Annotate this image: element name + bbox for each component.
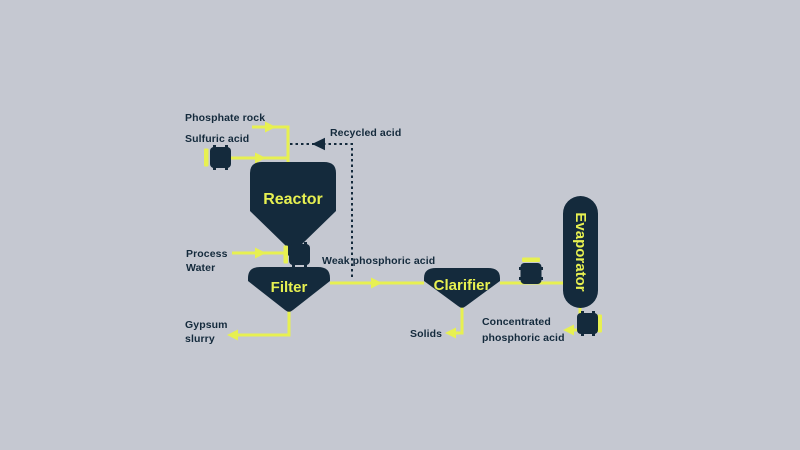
sulfuric-acid-arrow-icon [255,152,266,164]
pump-bar [597,314,602,333]
gypsum-slurry-flow [227,310,291,341]
clarifier-vessel [424,268,500,308]
pump-body [577,313,598,334]
pump-body [520,263,542,284]
recycled-acid-label: Recycled acid [330,127,401,139]
solids-arrow-icon [445,327,456,339]
clarifier-label: Clarifier [434,277,491,294]
gypsum-slurry-arrow-icon [227,329,238,341]
gypsum-slurry-label-line1: Gypsum [185,319,228,331]
clarifier-outlet-pump-icon [519,257,543,284]
concentrated-acid-arrow-icon [563,324,574,336]
recycled-acid-line [290,143,353,277]
pump-body [210,147,231,168]
gypsum-slurry-label-line2: slurry [185,333,215,345]
evaporator-vessel [563,196,598,308]
evaporator-outlet-pump-icon [577,311,602,336]
filter-vessel [248,267,330,312]
evaporator-label: Evaporator [572,212,589,291]
solids-flow [445,306,464,339]
solids-label: Solids [410,328,442,340]
process-water-arrow-icon [255,247,266,259]
weak-phosphoric-acid-arrow-icon [371,277,382,289]
phosphate-rock-arrow-icon [265,121,276,133]
phosphate-rock-flow [252,121,290,165]
concentrated-acid-label-line1: Concentrated [482,316,551,328]
pump-bar [283,245,288,264]
concentrated-acid-label-line2: phosphoric acid [482,332,565,344]
sulfuric-acid-pump-icon [204,145,231,170]
phosphate-rock-label: Phosphate rock [185,112,265,124]
sulfuric-acid-flow [231,152,288,164]
pump-bar [204,148,209,167]
phosphate-rock-line [252,125,290,165]
gypsum-slurry-line [232,310,291,337]
recycled-acid-arrow-icon [312,137,325,151]
recycled-acid-flow [290,137,353,277]
reactor-outlet-pump-icon [283,242,310,267]
filter-label: Filter [271,279,308,296]
process-water-label-line2: Water [186,262,215,274]
pump-bar [522,257,540,262]
reactor-vessel [250,162,336,256]
reactor-label: Reactor [263,191,323,208]
weak-phosphoric-acid-label: Weak phosphoric acid [322,255,435,267]
process-water-flow [232,247,286,259]
pump-body [289,244,310,265]
weak-phosphoric-acid-flow [330,277,424,289]
sulfuric-acid-label: Sulfuric acid [185,133,249,145]
process-water-label-line1: Process [186,248,228,260]
